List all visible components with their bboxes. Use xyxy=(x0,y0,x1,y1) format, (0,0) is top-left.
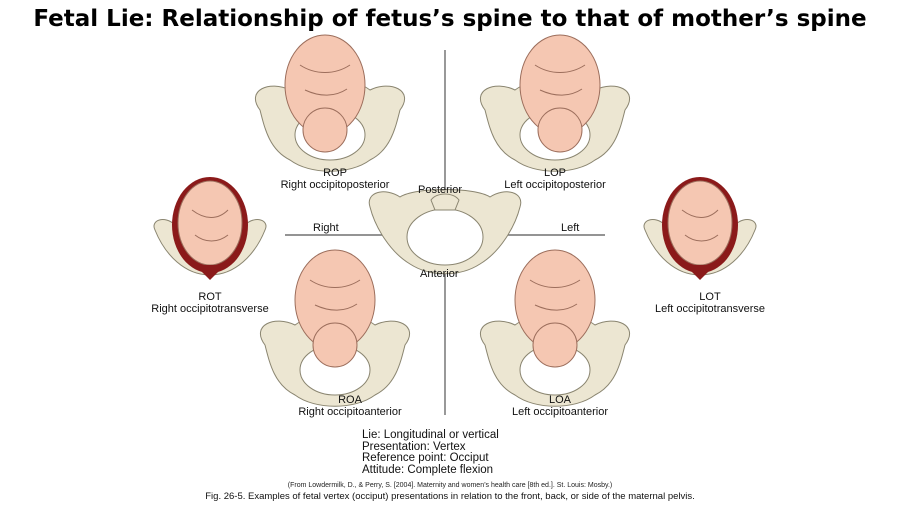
axis-label-anterior: Anterior xyxy=(420,268,459,280)
label-roa: ROA Right occipitoanterior xyxy=(270,394,430,418)
label-lop: LOP Left occipitoposterior xyxy=(480,167,630,191)
figure-caption: Fig. 26-5. Examples of fetal vertex (occ… xyxy=(205,491,695,502)
rop-name: Right occipitoposterior xyxy=(280,179,390,191)
lot-name: Left occipitotransverse xyxy=(654,303,766,315)
lop-abbr: LOP xyxy=(543,167,566,179)
rot-name: Right occipitotransverse xyxy=(151,303,269,315)
source-citation: (From Lowdermilk, D., & Perry, S. [2004]… xyxy=(287,482,613,489)
loa-illustration xyxy=(479,249,631,407)
rop-illustration xyxy=(254,34,406,172)
rot-abbr: ROT xyxy=(198,291,222,303)
info-lie: Lie: Longitudinal or vertical xyxy=(362,429,499,441)
rop-abbr: ROP xyxy=(323,167,347,179)
info-presentation: Presentation: Vertex xyxy=(362,440,466,453)
lop-name: Left occipitoposterior xyxy=(504,179,606,191)
info-reference-point: Reference point: Occiput xyxy=(362,452,489,464)
info-attitude: Attitude: Complete flexion xyxy=(362,463,494,476)
slide-title: Fetal Lie: Relationship of fetus’s spine… xyxy=(33,6,867,32)
lop-illustration xyxy=(479,34,631,172)
label-rot: ROT Right occipitotransverse xyxy=(125,291,295,315)
loa-name: Left occipitoanterior xyxy=(512,406,608,418)
label-lot: LOT Left occipitotransverse xyxy=(625,291,795,315)
roa-name: Right occipitoanterior xyxy=(298,406,402,418)
axis-label-posterior: Posterior xyxy=(418,184,463,196)
axis-label-left: Left xyxy=(561,222,580,234)
lot-abbr: LOT xyxy=(699,291,721,303)
lot-illustration xyxy=(643,176,757,280)
presentation-info: Lie: Longitudinal or vertical Presentati… xyxy=(362,429,499,476)
roa-abbr: ROA xyxy=(338,394,362,406)
axis-label-right: Right xyxy=(313,222,339,234)
loa-abbr: LOA xyxy=(548,394,571,406)
label-rop: ROP Right occipitoposterior xyxy=(260,167,410,191)
label-loa: LOA Left occipitoanterior xyxy=(480,394,640,418)
rot-illustration xyxy=(153,176,267,280)
central-pelvis xyxy=(368,189,522,275)
roa-illustration xyxy=(259,249,411,407)
